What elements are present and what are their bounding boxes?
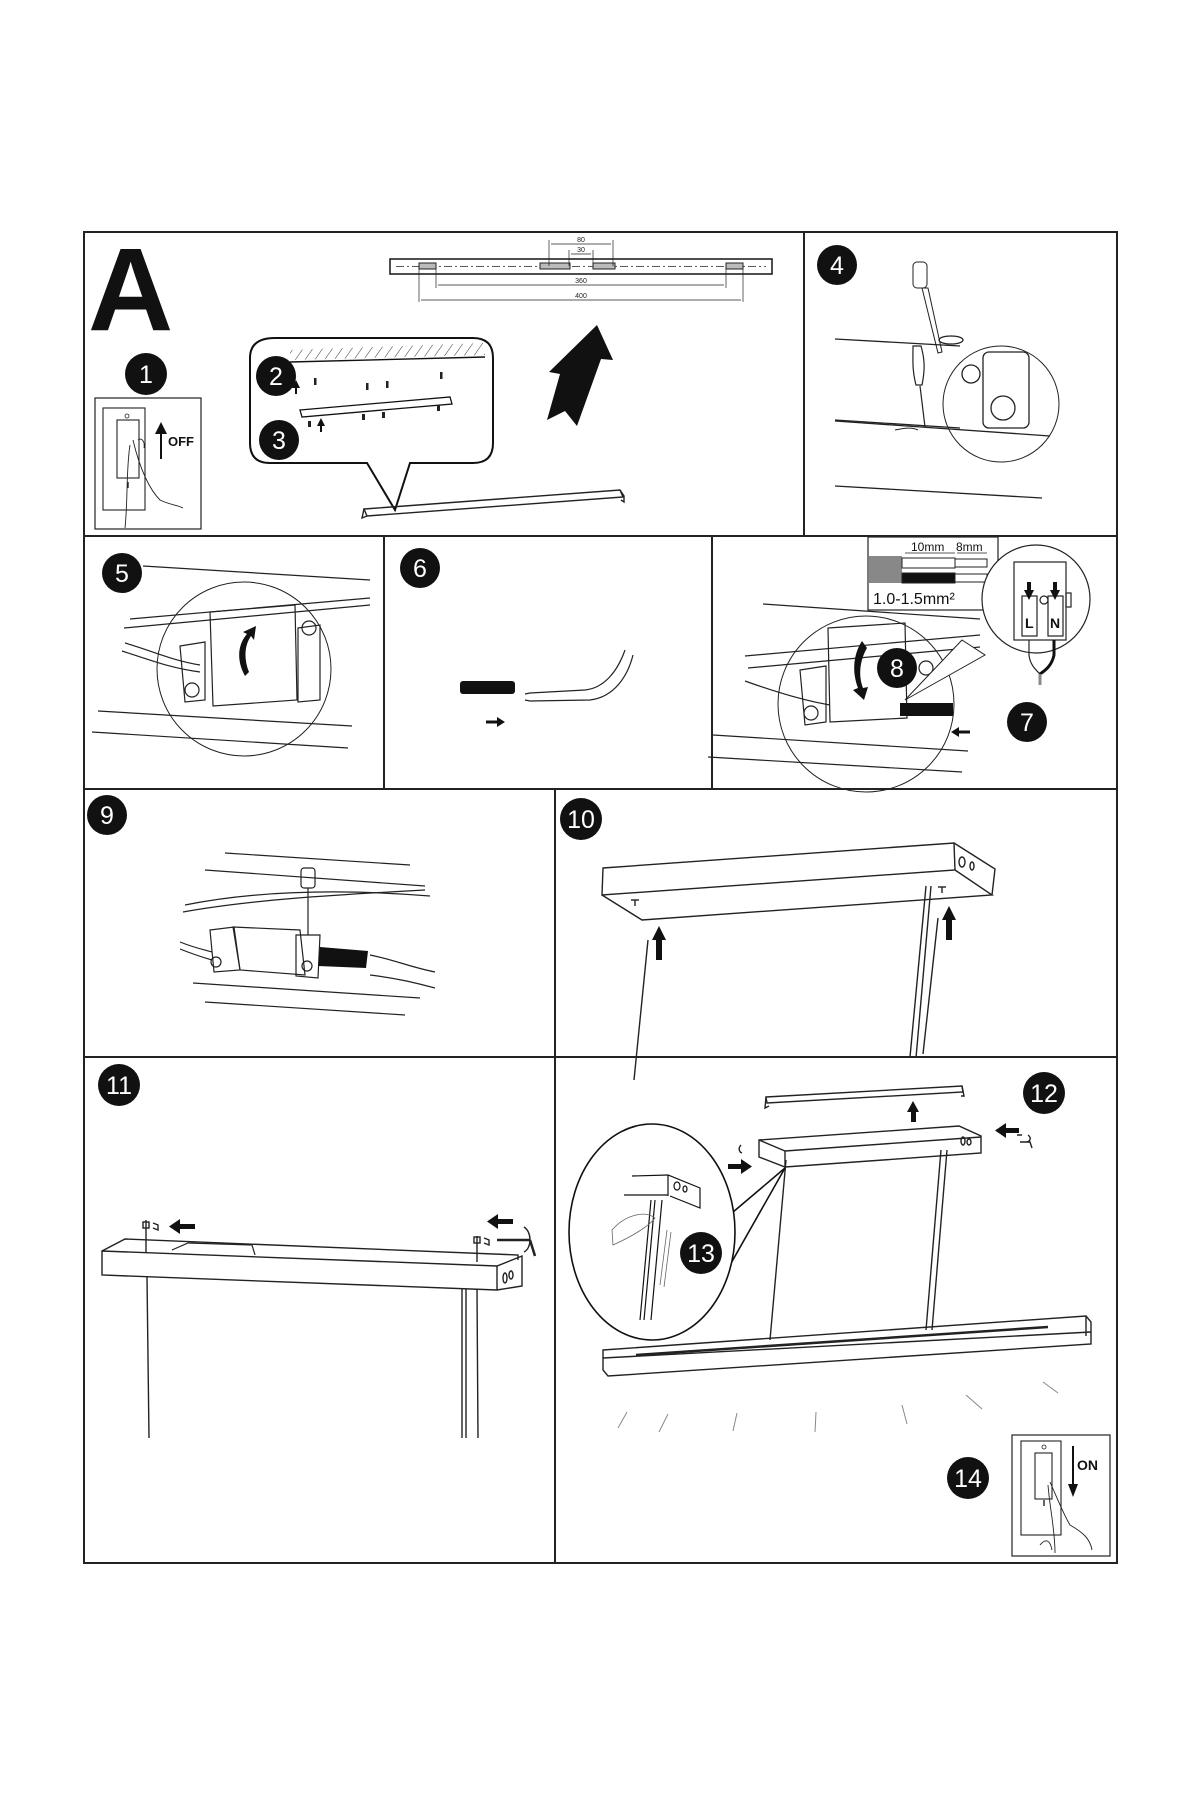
svg-text:2: 2 [269,363,283,391]
terminal-block-drawing [91,565,371,757]
wire-strip-length-inner: 8mm [956,540,983,554]
switch-off-label: OFF [168,434,194,449]
step-badge-13: 13 [680,1232,722,1274]
panel-step-7-8: 10mm 8mm 1.0-1.5mm² [707,536,1091,793]
bracket-dimension-drawing [389,240,773,302]
terminal-connection-drawing [707,603,981,793]
arrow-right-icon [486,717,505,727]
mounting-bracket [361,489,625,520]
wire-cross-section: 1.0-1.5mm² [873,591,955,608]
svg-text:3: 3 [272,427,286,455]
svg-text:10: 10 [567,806,595,834]
arrow-left-icon [995,1123,1019,1138]
terminal-label-neutral: N [1050,615,1060,631]
svg-text:14: 14 [954,1465,982,1493]
arrow-up-icon [155,422,167,459]
svg-text:11: 11 [106,1072,132,1100]
svg-text:8: 8 [890,655,904,683]
canopy-detail-magnifier [568,1123,786,1341]
panel-step-4: 4 [817,245,1060,499]
step-badge-9: 9 [87,795,127,835]
dimension-30: 30 [577,247,585,254]
panel-step-5: 5 [91,553,371,757]
dimension-80: 80 [577,237,585,244]
stripped-cable [524,649,634,702]
svg-text:12: 12 [1030,1080,1058,1108]
ceiling-callout [249,337,494,513]
light-switch-off-illustration [94,397,202,530]
arrow-down-icon [1068,1446,1078,1497]
arrow-left-icon [951,727,970,737]
final-assembly-drawing [602,1085,1092,1433]
panel-step-12-14: 12 [568,1072,1111,1557]
svg-text:4: 4 [830,252,844,280]
panel-step-11: 11 [98,1064,537,1439]
panel-step-9: 9 [87,795,436,1016]
arrow-up-icon [292,380,325,432]
dimension-360: 360 [575,278,587,285]
svg-text:6: 6 [413,555,427,583]
wire-spec-box [867,536,999,611]
arrow-up-icon [652,906,956,960]
cable-sleeve [460,681,515,694]
large-up-arrow-icon [547,325,613,426]
panel-step-10: 10 [560,798,996,1081]
step-badge-10: 10 [560,798,602,840]
step-badge-1: 1 [125,353,167,395]
section-letter: A [88,224,173,356]
step-badge-2: 2 [256,356,296,396]
terminal-label-live: L [1025,615,1034,631]
step-badge-12: 12 [1023,1072,1065,1114]
terminal-detail-magnifier [904,544,1091,701]
svg-text:7: 7 [1020,709,1034,737]
curved-arrow-icon [853,641,868,700]
step-badge-8: 8 [877,648,917,688]
step-badge-14: 14 [947,1457,989,1499]
step-badge-4: 4 [817,245,857,285]
arrow-up-icon [907,1101,919,1122]
arrow-left-icon [169,1214,513,1234]
step-badge-3: 3 [259,420,299,460]
step-badge-11: 11 [98,1064,140,1106]
terminal-cover-drawing [834,261,1060,499]
panel-a: A 80 30 360 40 [88,224,773,530]
svg-text:9: 9 [100,802,114,830]
svg-text:1: 1 [139,361,153,389]
closed-terminal-drawing [179,852,436,1016]
step-badge-5: 5 [102,553,142,593]
ceiling-canopy [601,842,996,1081]
cable-sleeve [318,947,368,968]
dimension-400: 400 [575,293,587,300]
step-badge-7: 7 [1007,702,1047,742]
switch-on-label: ON [1077,1457,1098,1473]
step-badge-6: 6 [400,548,440,588]
panel-step-6: 6 [400,548,634,727]
arrow-right-icon [728,1159,752,1174]
lamp-body-drawing [101,1220,537,1439]
panel-grid [83,231,1118,1564]
svg-text:13: 13 [687,1240,715,1268]
cable-sleeve [900,703,953,716]
svg-text:5: 5 [115,560,129,588]
curved-arrow-icon [239,626,256,676]
wire-strip-length-outer: 10mm [911,540,944,554]
light-switch-on-illustration [1011,1434,1111,1557]
